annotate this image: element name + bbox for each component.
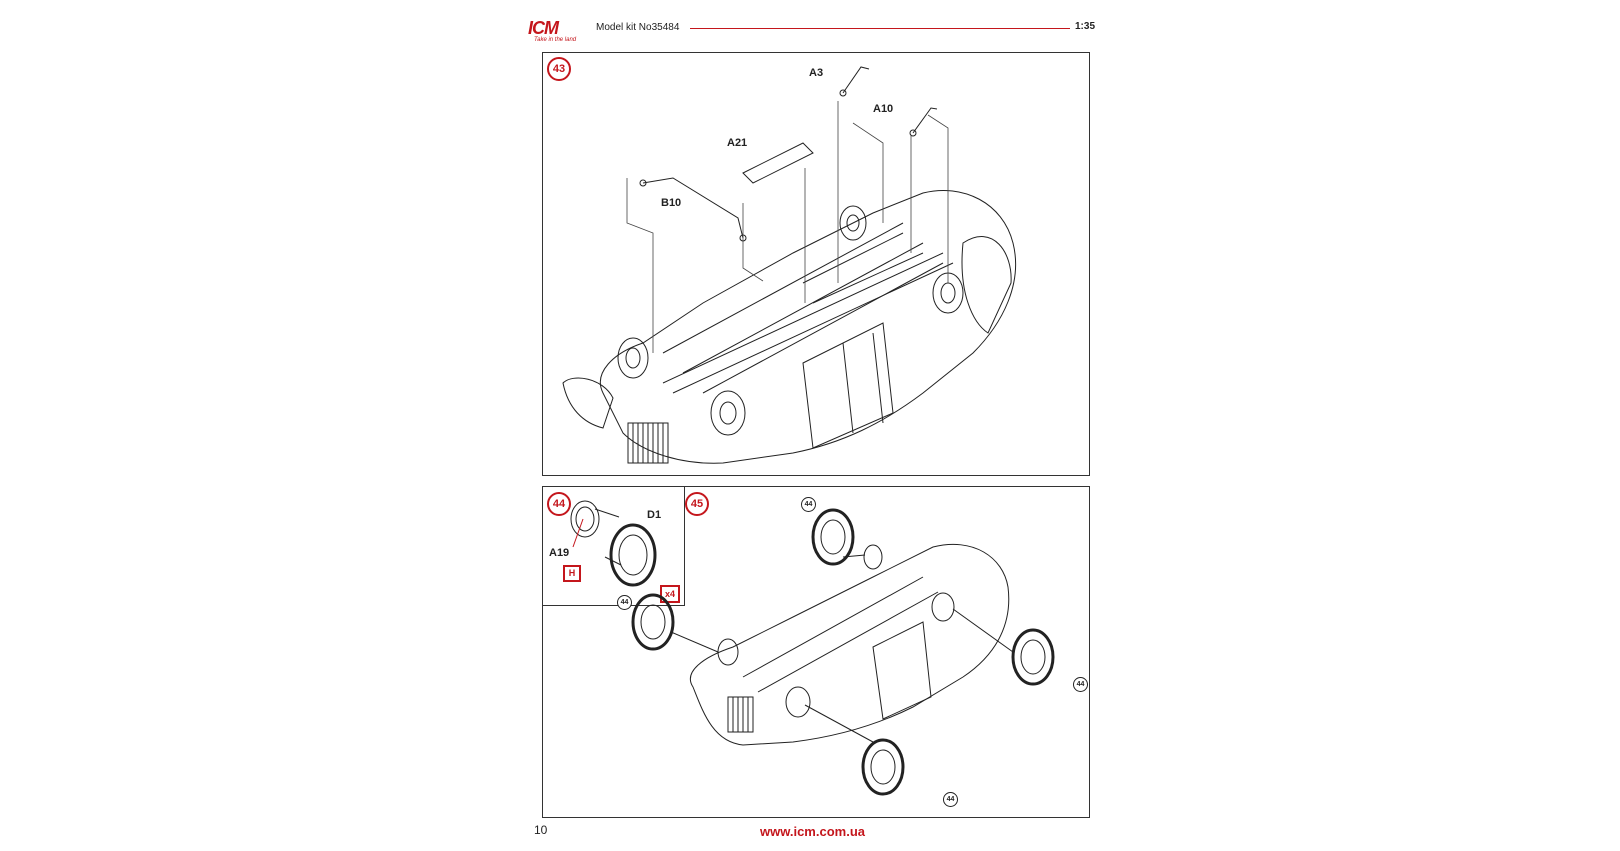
quantity-marker: x4 (660, 585, 680, 603)
step-43-drawing (562, 66, 1017, 464)
step-43-badge: 43 (547, 57, 571, 81)
website-link[interactable]: www.icm.com.ua (760, 824, 865, 839)
part-label-d1: D1 (647, 509, 662, 521)
step-45-drawing (631, 508, 1055, 796)
model-kit-title: Model kit No35484 (596, 22, 680, 33)
scale-label: 1:35 (1075, 21, 1096, 32)
step-45-panel: 44 D1 A19 H x4 45 (542, 486, 1090, 818)
step-45-badge: 45 (685, 492, 709, 516)
step-44-badge: 44 (547, 492, 571, 516)
glue-marker: H (563, 565, 581, 582)
step-43-panel: 43 (542, 52, 1090, 476)
part-label-a3: A3 (809, 67, 824, 79)
header-divider (690, 28, 1070, 29)
part-label-a19: A19 (549, 547, 570, 559)
step-44-drawing (570, 500, 657, 587)
wheel-ref-badge-bottom: 44 (943, 792, 958, 807)
part-label-a21: A21 (727, 137, 748, 149)
logo-text: ICM (528, 18, 559, 38)
wheel-ref-badge-left: 44 (617, 595, 632, 610)
logo-tagline: Take in the land (534, 37, 577, 43)
wheel-ref-badge-right: 44 (1073, 677, 1088, 692)
part-label-b10: B10 (661, 197, 682, 209)
wheel-ref-badge-top: 44 (801, 497, 816, 512)
icm-logo: ICM Take in the land (528, 18, 584, 46)
part-label-a10: A10 (873, 103, 894, 115)
page-number: 10 (534, 823, 548, 837)
step-44-panel: 44 D1 A19 H x4 (543, 487, 685, 606)
